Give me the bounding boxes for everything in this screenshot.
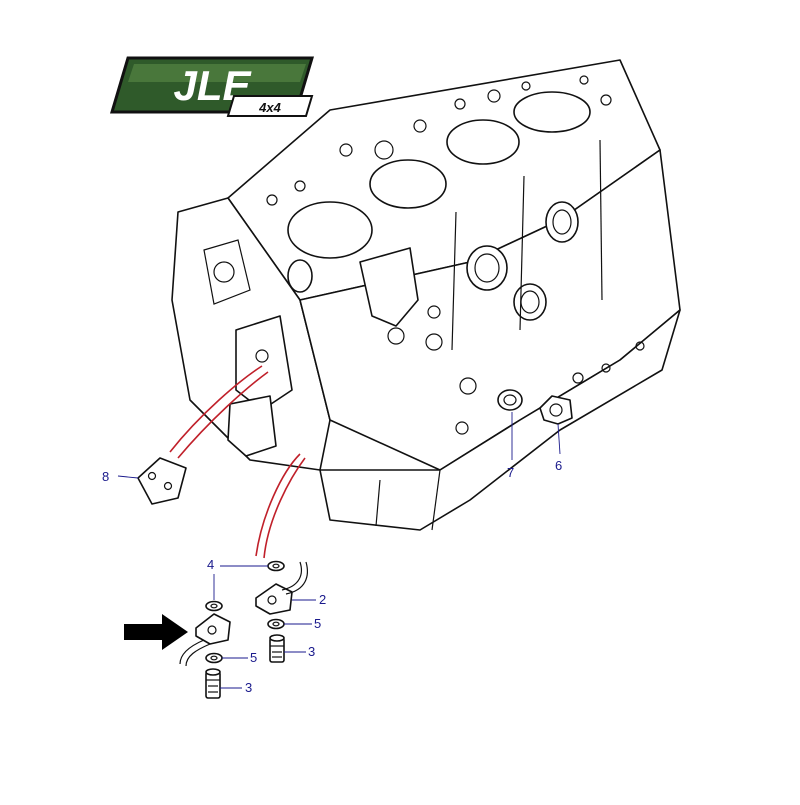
callout-7: 7: [507, 465, 514, 480]
callout-5-lower: 5: [250, 650, 257, 665]
assembly-guide-lines: [169, 365, 306, 559]
callout-4: 4: [207, 557, 214, 572]
callout-3-lower: 3: [245, 680, 252, 695]
callout-2: 2: [319, 592, 326, 607]
part-2-pipe-bracket-left: [179, 613, 231, 667]
washers: [205, 560, 285, 664]
part-8-gasket: [137, 457, 187, 505]
engine-block: [171, 59, 681, 531]
jle-logo: JLE 4x4: [109, 56, 315, 117]
callout-6: 6: [555, 458, 562, 473]
callout-labels: 8 4 2 5 3 5 3 7 6: [102, 458, 562, 695]
callout-8: 8: [102, 469, 109, 484]
bolts: [205, 634, 285, 699]
leader-lines: [117, 412, 561, 689]
callout-5-upper: 5: [314, 616, 321, 631]
callout-3-upper: 3: [308, 644, 315, 659]
part-2-pipe-bracket: [255, 561, 308, 615]
logo-sub-text: 4x4: [258, 100, 281, 115]
highlight-arrow: [124, 614, 188, 650]
